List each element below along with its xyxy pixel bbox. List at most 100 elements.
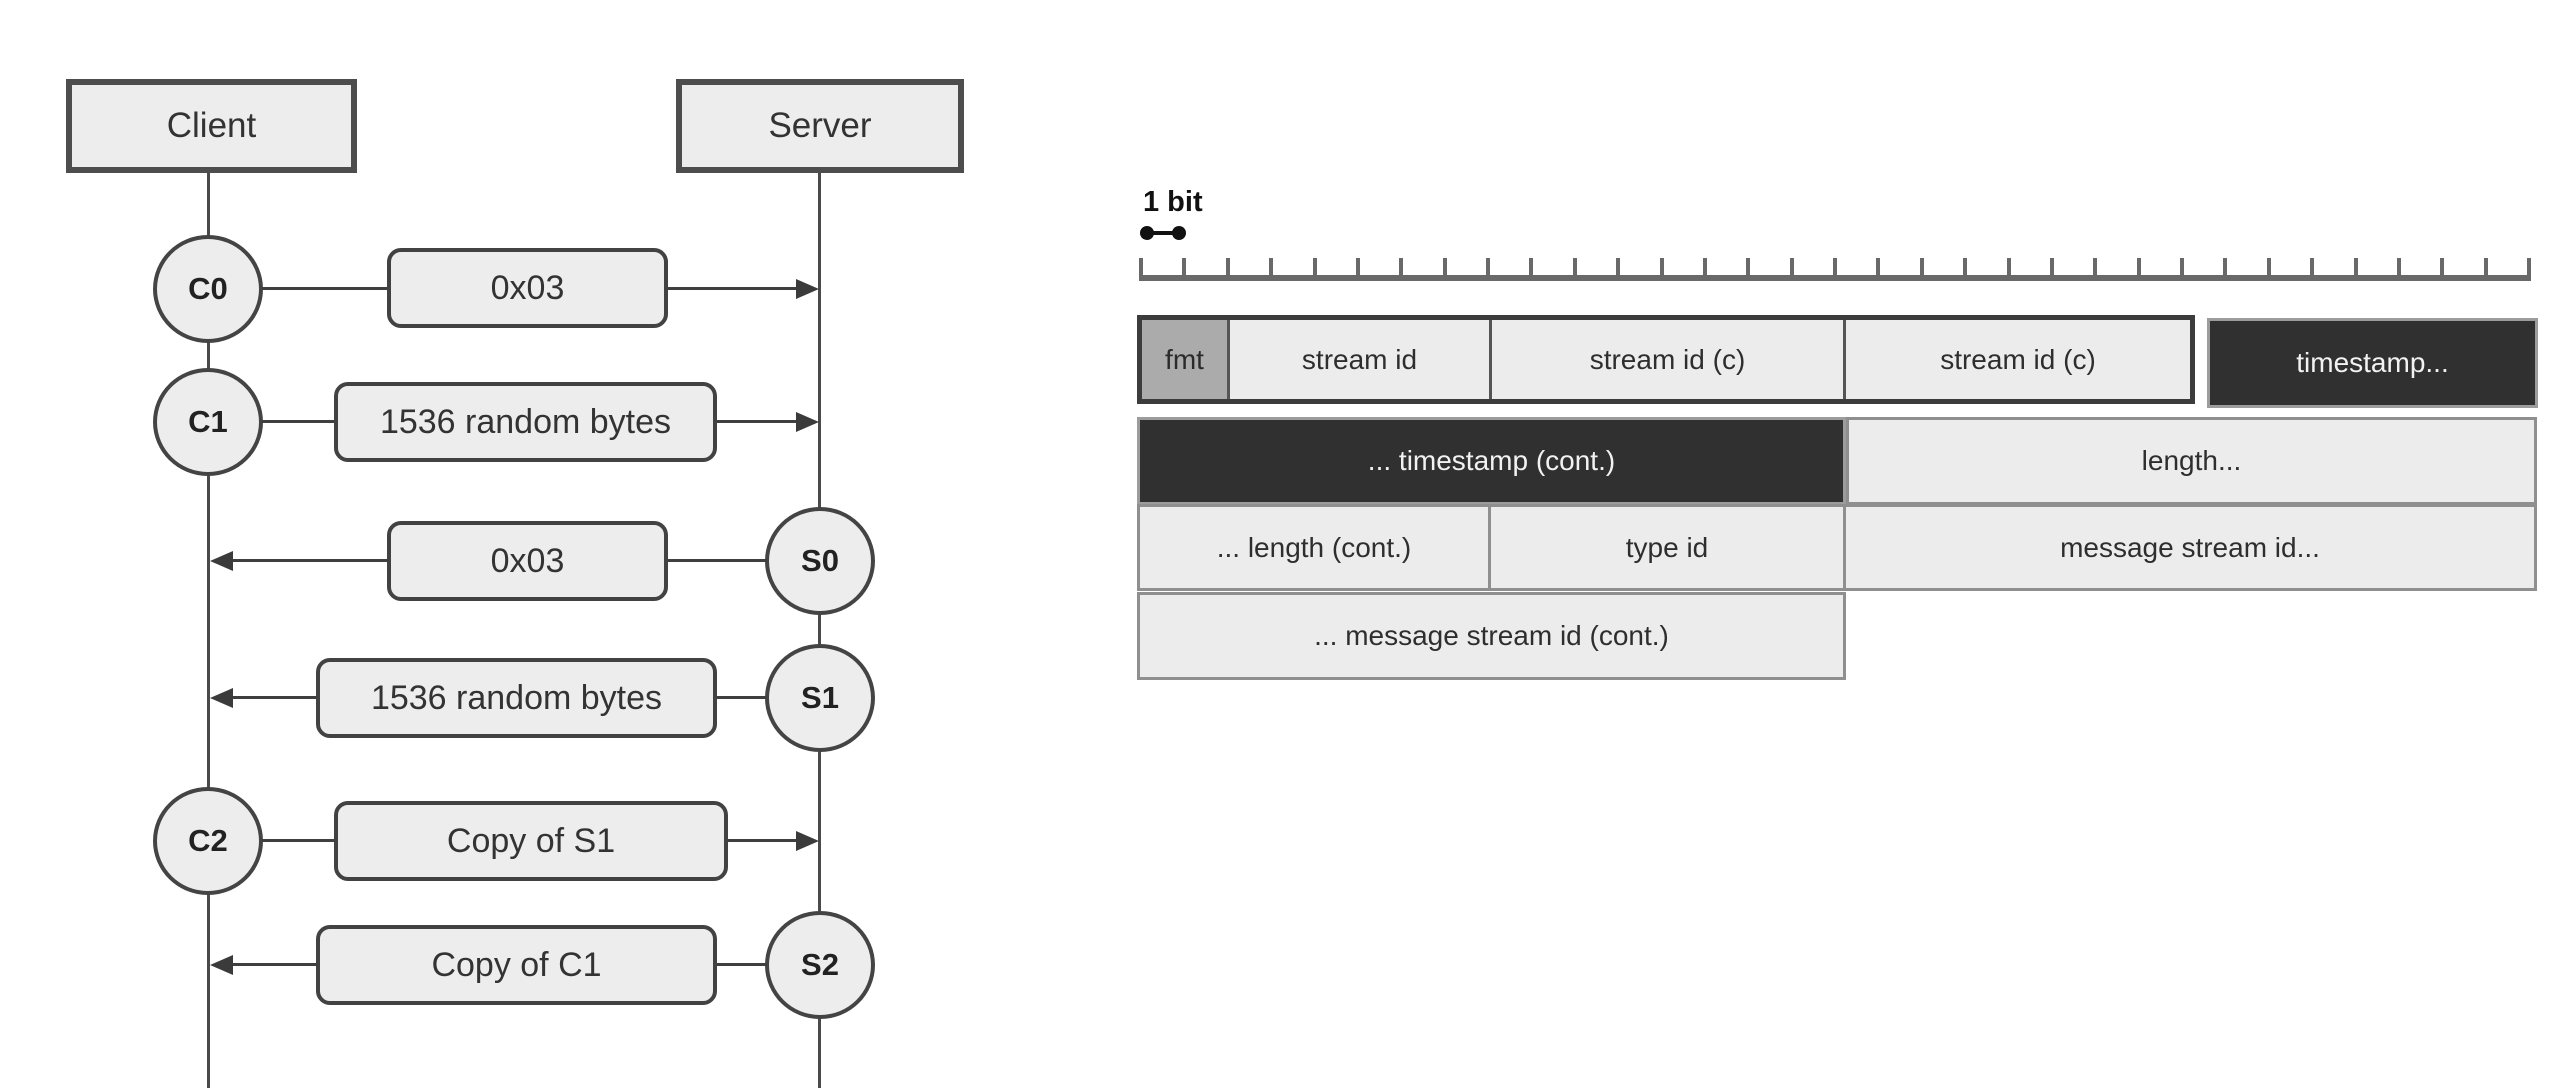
node-c2-label: C2	[188, 823, 228, 858]
server-lifeline	[818, 170, 821, 1088]
message-box-0x03-s0: 0x03	[387, 521, 668, 601]
arrowhead-right-c1	[796, 412, 819, 432]
node-s0: S0	[765, 507, 875, 615]
field-message-stream-id: message stream id...	[1843, 504, 2537, 591]
field-label: stream id (c)	[1589, 343, 1746, 375]
arrowhead-left-s1	[210, 688, 233, 708]
arrowhead-left-s0	[210, 551, 233, 571]
node-c0: C0	[153, 235, 263, 343]
ruler-tick	[1572, 258, 1577, 281]
ruler-tick	[2353, 258, 2358, 281]
field-message-stream-id-cont: ... message stream id (cont.)	[1137, 592, 1846, 680]
connector-c0-stub	[262, 287, 388, 290]
ruler-tick	[1486, 258, 1490, 281]
message-label: 1536 random bytes	[370, 678, 663, 717]
ruler-tick	[2310, 258, 2315, 281]
arrowhead-right-c2	[796, 831, 819, 851]
ruler-tick	[1399, 258, 1404, 281]
message-box-copy-c1: Copy of C1	[316, 925, 717, 1005]
field-fmt: fmt	[1142, 320, 1227, 399]
message-label: 0x03	[490, 541, 565, 580]
ruler-tick	[2440, 258, 2445, 281]
node-c2: C2	[153, 787, 263, 895]
connector-s2-arrowline	[231, 963, 318, 966]
ruler-tick	[1182, 258, 1187, 281]
ruler-tick	[1355, 258, 1360, 281]
field-label: stream id (c)	[1940, 343, 2096, 375]
field-label: message stream id...	[2060, 531, 2320, 563]
field-label: timestamp...	[2296, 347, 2449, 378]
actor-server: Server	[676, 79, 964, 173]
message-label: Copy of S1	[446, 821, 616, 860]
ruler-tick	[1876, 258, 1881, 281]
connector-s2-stub	[716, 963, 767, 966]
ruler-tick	[1702, 258, 1707, 281]
ruler-tick	[1616, 258, 1621, 281]
connector-c1-stub	[262, 420, 336, 423]
ruler-tick	[1312, 258, 1317, 281]
ruler-tick	[1789, 258, 1794, 281]
actor-client-label: Client	[166, 106, 257, 145]
connector-s0-stub	[667, 559, 767, 562]
field-label: stream id	[1301, 343, 1418, 375]
connector-s0-arrowline	[231, 559, 389, 562]
ruler-tick	[2527, 258, 2531, 281]
sequence-diagram: Client Server C0 0x03 C1 1536 random byt…	[0, 0, 1100, 1088]
field-label: fmt	[1165, 343, 1204, 375]
one-bit-dumbbell-icon	[1140, 226, 1186, 240]
ruler-tick	[2093, 258, 2098, 281]
node-c1-label: C1	[188, 404, 228, 439]
field-label: type id	[1625, 531, 1709, 563]
connector-s1-arrowline	[231, 696, 318, 699]
node-s2: S2	[765, 911, 875, 1019]
message-box-0x03-c0: 0x03	[387, 248, 668, 328]
arrowhead-right-c0	[796, 279, 819, 299]
ruler-tick	[1659, 258, 1664, 281]
ruler-tick	[2049, 258, 2054, 281]
field-label: length...	[2141, 445, 2242, 476]
node-s1-label: S1	[801, 680, 839, 715]
field-timestamp-cont: ... timestamp (cont.)	[1137, 417, 1846, 505]
ruler-tick	[2223, 258, 2228, 281]
ruler-tick	[2396, 258, 2401, 281]
field-length: length...	[1846, 417, 2537, 505]
field-label: ... length (cont.)	[1216, 531, 1412, 563]
ruler-tick	[1746, 258, 1751, 281]
message-label: 1536 random bytes	[379, 402, 672, 441]
field-label: ... timestamp (cont.)	[1367, 445, 1616, 476]
ruler-tick	[2136, 258, 2141, 281]
field-type-id: type id	[1488, 504, 1846, 591]
bitfield-diagram: 1 bit fmt stream id stream id (c) stream…	[1100, 0, 2572, 1088]
message-box-random-c1: 1536 random bytes	[334, 382, 717, 462]
message-box-copy-s1: Copy of S1	[334, 801, 728, 881]
ruler-tick	[1269, 258, 1274, 281]
connector-c2-arrowline	[727, 839, 798, 842]
ruler-tick	[2180, 258, 2184, 281]
ruler-tick	[1225, 258, 1230, 281]
actor-client: Client	[66, 79, 357, 173]
message-box-random-s1: 1536 random bytes	[316, 658, 717, 738]
connector-c2-stub	[262, 839, 336, 842]
ruler-tick	[2006, 258, 2011, 281]
node-c1: C1	[153, 368, 263, 476]
bit-scale-label: 1 bit	[1143, 186, 1203, 218]
field-stream-id-c2: stream id (c)	[1843, 320, 2190, 399]
ruler-tick	[1139, 258, 1143, 281]
node-s1: S1	[765, 644, 875, 752]
client-lifeline	[207, 170, 210, 1088]
ruler-tick	[1963, 258, 1968, 281]
message-label: Copy of C1	[431, 945, 602, 984]
node-s2-label: S2	[801, 947, 839, 982]
ruler-tick	[1442, 258, 1447, 281]
field-stream-id: stream id	[1227, 320, 1489, 399]
message-label: 0x03	[490, 268, 565, 307]
arrowhead-left-s2	[210, 955, 233, 975]
ruler-tick	[2266, 258, 2271, 281]
connector-c0-arrowline	[667, 287, 798, 290]
ruler-tick	[1833, 258, 1837, 281]
connector-s1-stub	[716, 696, 767, 699]
bit-ruler	[1139, 258, 2531, 281]
bitfield-row1-group: fmt stream id stream id (c) stream id (c…	[1137, 315, 2195, 404]
connector-c1-arrowline	[716, 420, 798, 423]
